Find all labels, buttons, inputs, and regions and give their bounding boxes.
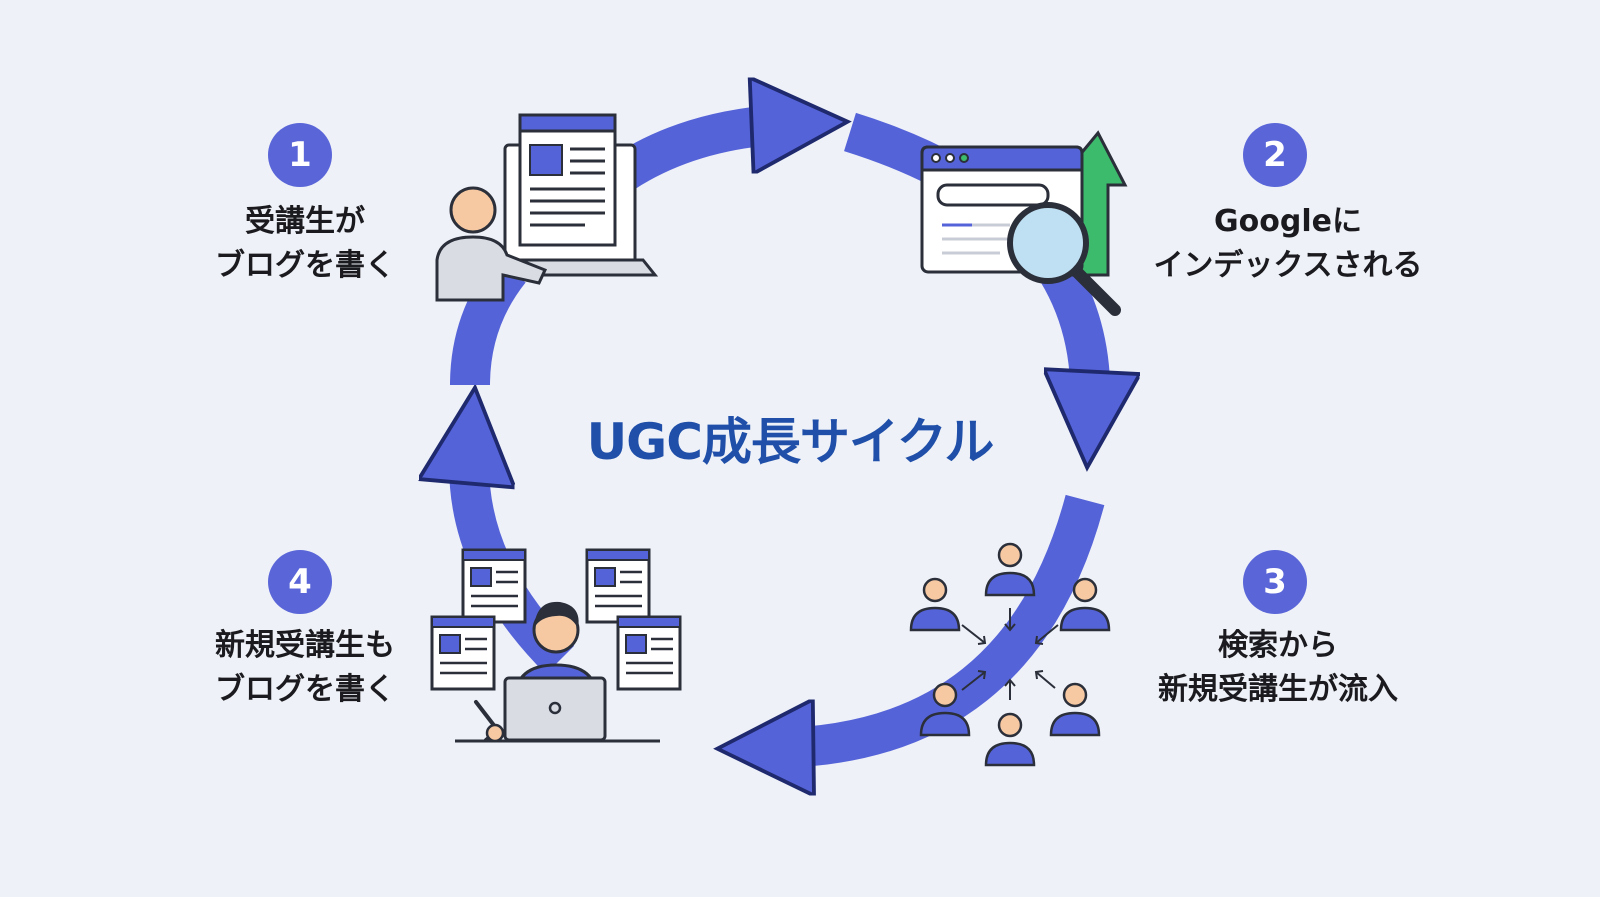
step-3-line-1: 検索から bbox=[1218, 628, 1338, 663]
person-writing-blog-icon bbox=[435, 113, 659, 302]
step-3-badge: 3 bbox=[1243, 550, 1307, 614]
step-4-line-2: ブログを書く bbox=[215, 672, 395, 707]
step-3-label: 検索から 新規受講生が流入 bbox=[1108, 624, 1448, 712]
step-4-line-1: 新規受講生も bbox=[215, 628, 395, 663]
step-2-line-2: インデックスされる bbox=[1153, 248, 1423, 283]
step-2-line-1: Googleに bbox=[1214, 204, 1362, 239]
step-1-label: 受講生が ブログを書く bbox=[135, 200, 475, 288]
step-2-badge: 2 bbox=[1243, 123, 1307, 187]
cycle-arrow-1-to-2 bbox=[608, 124, 790, 192]
step-4-label: 新規受講生も ブログを書く bbox=[135, 624, 475, 712]
step-1-badge: 1 bbox=[268, 123, 332, 187]
new-writer-articles-icon bbox=[430, 548, 682, 743]
step-4-badge: 4 bbox=[268, 550, 332, 614]
people-inflow-icon bbox=[909, 542, 1111, 767]
step-1-line-2: ブログを書く bbox=[215, 248, 395, 283]
step-1-line-1: 受講生が bbox=[245, 204, 365, 239]
diagram-title: UGC成長サイクル bbox=[586, 413, 995, 471]
step-2-label: Googleに インデックスされる bbox=[1118, 200, 1458, 288]
search-indexing-icon bbox=[920, 130, 1128, 316]
step-3-line-2: 新規受講生が流入 bbox=[1158, 672, 1398, 707]
cycle-arrow-3-to-4 bbox=[775, 494, 1105, 748]
